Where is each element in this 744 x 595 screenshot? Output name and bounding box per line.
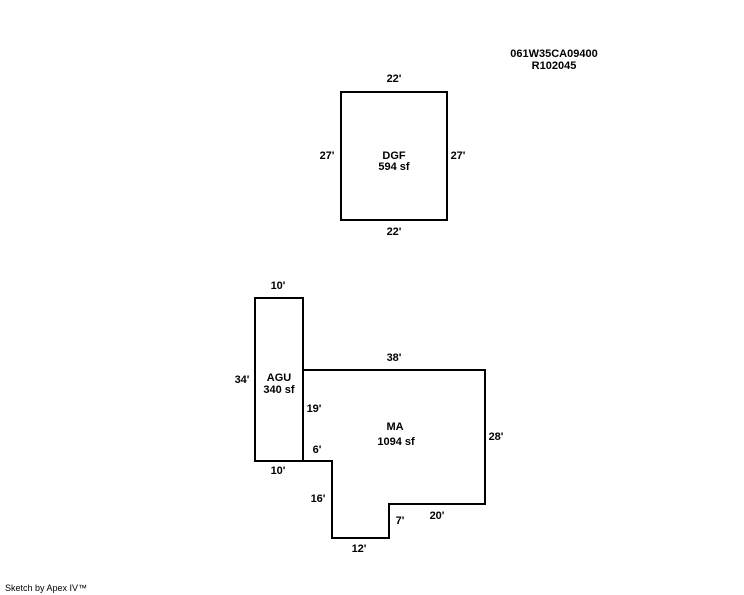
agu-top-dimension: 10'	[271, 280, 286, 292]
sketch-credit: Sketch by Apex IV™	[5, 583, 88, 593]
dgf-left-dimension: 27'	[320, 150, 335, 162]
ma-left-dimension: 19'	[307, 403, 322, 415]
ma-area: 1094 sf	[377, 436, 415, 448]
ma-step-up-dimension: 7'	[396, 515, 405, 527]
parcel-id: 061W35CA09400	[510, 48, 597, 60]
dgf-label: DGF	[382, 150, 406, 162]
dgf-right-dimension: 27'	[451, 150, 466, 162]
dgf-top-dimension: 22'	[387, 73, 402, 85]
ma-top-dimension: 38'	[387, 352, 402, 364]
ma-right-dimension: 28'	[489, 431, 504, 443]
dgf-outline	[340, 91, 448, 221]
account-number: R102045	[532, 60, 577, 72]
dgf-area: 594 sf	[378, 161, 410, 173]
ma-bottom-right-dimension: 20'	[430, 510, 445, 522]
ma-step-top-dimension: 6'	[313, 444, 322, 456]
agu-area: 340 sf	[263, 384, 295, 396]
dgf-bottom-dimension: 22'	[387, 226, 402, 238]
ma-outline	[303, 369, 486, 539]
agu-bottom-dimension: 10'	[271, 465, 286, 477]
ma-step-left-dimension: 16'	[311, 493, 326, 505]
agu-label: AGU	[267, 372, 292, 384]
ma-label: MA	[386, 421, 403, 433]
agu-left-dimension: 34'	[235, 374, 250, 386]
ma-bottom-dimension: 12'	[352, 543, 367, 555]
agu-outline	[254, 297, 304, 462]
